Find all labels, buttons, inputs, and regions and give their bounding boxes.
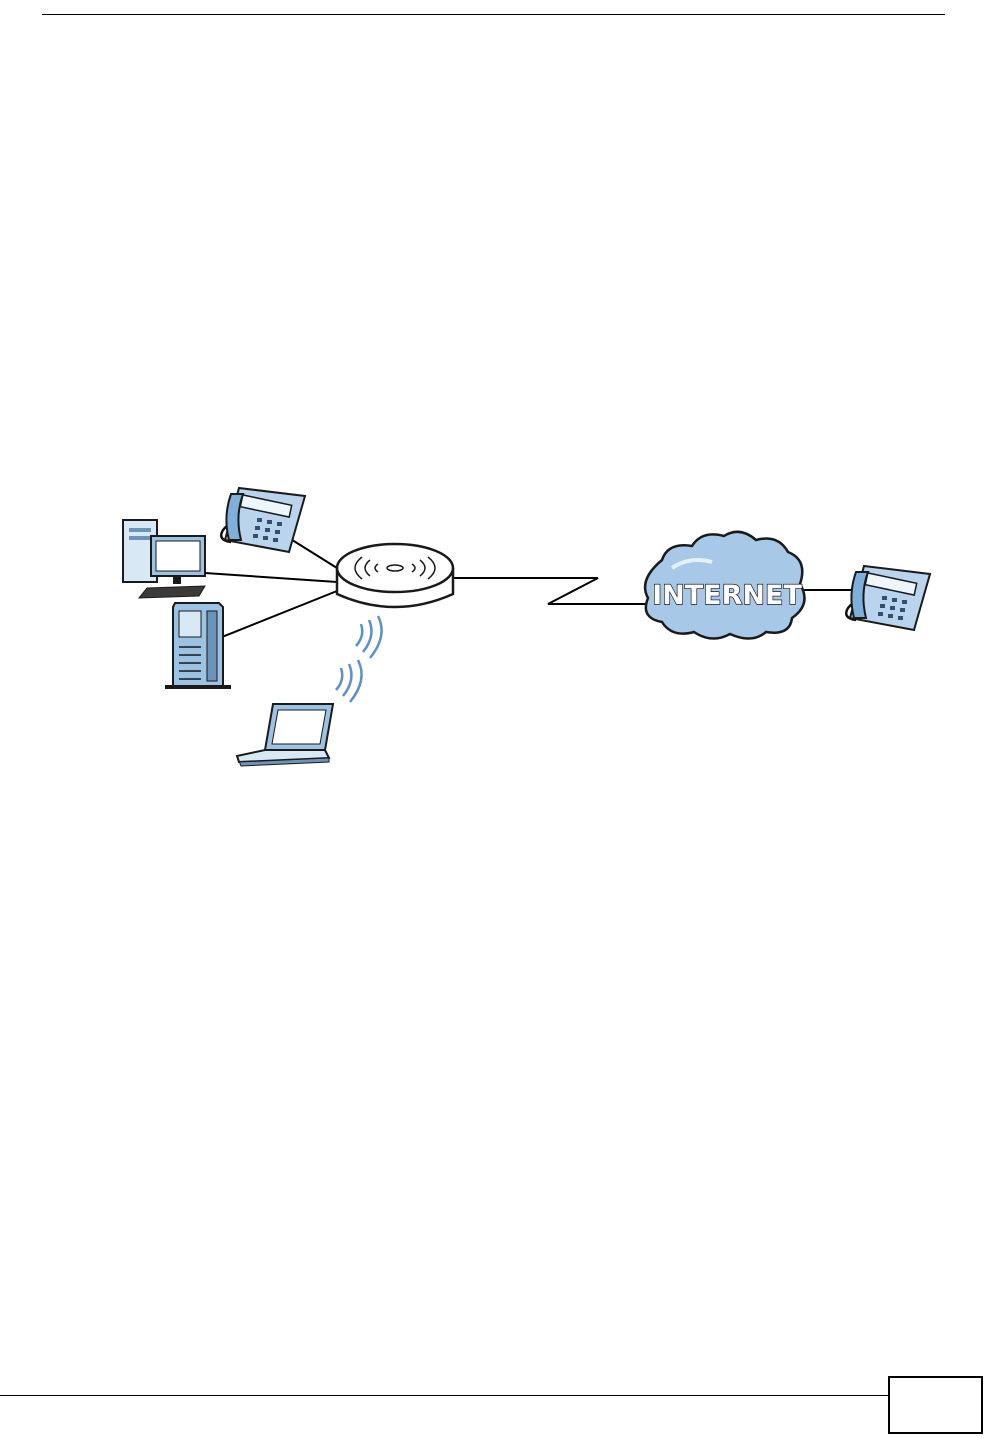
wireless-waves-icon bbox=[336, 616, 382, 702]
cloud-label: INTERNET bbox=[652, 580, 802, 611]
link-router-internet bbox=[452, 578, 648, 604]
link-pc-router bbox=[205, 573, 337, 582]
telephone-icon bbox=[846, 566, 930, 630]
page-number-box bbox=[888, 1376, 983, 1434]
cloud-icon: INTERNET bbox=[645, 532, 804, 639]
footer-rule bbox=[0, 1395, 888, 1396]
server-tower-icon bbox=[165, 603, 231, 689]
link-server-router bbox=[222, 591, 337, 637]
wireless-router-icon bbox=[337, 544, 453, 607]
telephone-icon bbox=[221, 488, 305, 552]
desktop-computer-icon bbox=[123, 520, 205, 598]
laptop-icon bbox=[237, 704, 333, 766]
